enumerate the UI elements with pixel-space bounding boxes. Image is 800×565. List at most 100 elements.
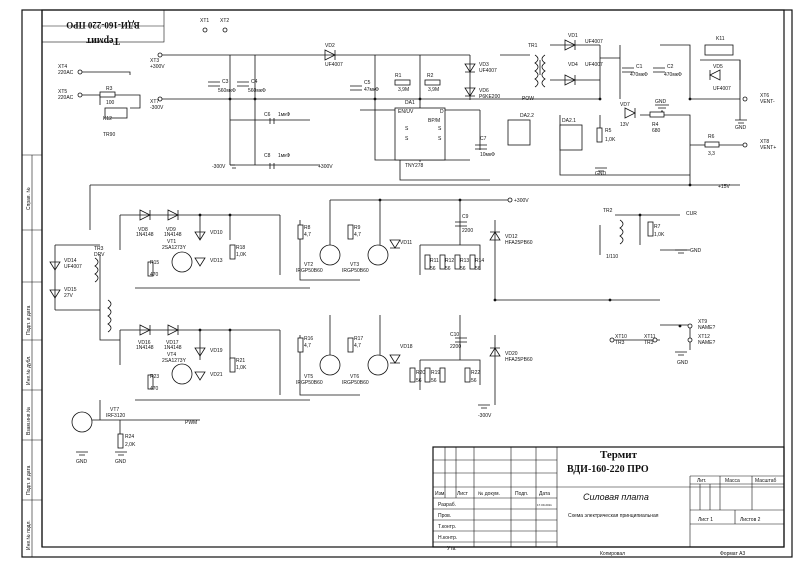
- stamp-scale: Масштаб: [755, 478, 777, 484]
- label-vd2v: UF4007: [325, 62, 343, 68]
- label-r4v: 680: [652, 128, 661, 134]
- label-tr3v: DRV: [94, 252, 105, 258]
- label-xt5: XT5: [58, 89, 67, 95]
- component-labels: XT1 XT2 XT3 +300V XT4 220AC XT5 220AC R3…: [58, 18, 776, 465]
- label-r7v: 1,0K: [654, 232, 665, 238]
- label-r9: R9: [354, 225, 361, 231]
- label-da1-d: D: [440, 109, 444, 115]
- label-da1-s3: S: [438, 126, 442, 132]
- label-tr3: TR3: [94, 246, 104, 252]
- label-da1: DA1: [405, 100, 415, 106]
- left-strip: Справ. № Подп. и дата Инв.№ дубл. Взам.и…: [21, 10, 42, 557]
- label-xt6: XT6: [760, 93, 769, 99]
- label-xt8v: VENT+: [760, 145, 776, 151]
- label-vt2v: IRGP50B60: [296, 268, 323, 274]
- label-vd18: VD18: [400, 344, 413, 350]
- label-p300-top: +300V: [318, 164, 333, 170]
- label-r15v: 470: [150, 272, 159, 278]
- label-xt9v: NAME?: [698, 325, 715, 331]
- label-tr2: TR2: [603, 208, 613, 214]
- label-r18: R18: [236, 245, 245, 251]
- label-r19v: 56: [431, 378, 437, 384]
- label-r15: R15: [150, 260, 159, 266]
- label-r16: R16: [304, 336, 313, 342]
- label-k12: K12: [103, 116, 112, 122]
- label-vd6v: P6KE200: [479, 94, 500, 100]
- label-c2: C2: [667, 64, 674, 70]
- label-c7v: 10мкФ: [480, 152, 495, 158]
- label-da1-en: EN/UV: [398, 109, 414, 115]
- label-c6v: 1мкФ: [278, 112, 290, 118]
- label-r21: R21: [236, 358, 245, 364]
- label-vd5: VD5: [713, 64, 723, 70]
- label-r3v: 100: [106, 100, 115, 106]
- label-r2: R2: [427, 73, 434, 79]
- label-vt1v: 2SA1273Y: [162, 245, 187, 251]
- label-vd14: VD14: [64, 258, 77, 264]
- label-vd12v: HFA25PB60: [505, 240, 533, 246]
- label-r6: R6: [708, 134, 715, 140]
- label-vt6: VT6: [350, 374, 359, 380]
- label-vd15: VD15: [64, 287, 77, 293]
- label-xt12v: NAME?: [698, 340, 715, 346]
- label-vt7: VT7: [110, 407, 119, 413]
- label-vd2: VD2: [325, 43, 335, 49]
- label-c8v: 1мкФ: [278, 153, 290, 159]
- label-k12v: TR90: [103, 132, 115, 138]
- label-c8: C8: [264, 153, 271, 159]
- label-c3v: 560мкФ: [218, 88, 236, 94]
- stamp-col-doc: № докум.: [478, 491, 500, 497]
- label-xt9: XT9: [698, 319, 707, 325]
- label-c4v: 560мкФ: [248, 88, 266, 94]
- label-r16v: 4,7: [304, 343, 311, 349]
- label-xt3v: +300V: [150, 64, 165, 70]
- label-xt7: XT7: [150, 99, 159, 105]
- side-podp-date-2: Подп. и дата: [26, 465, 32, 495]
- label-da1-bp: BP/M: [428, 118, 440, 124]
- label-r1: R1: [395, 73, 402, 79]
- label-da1v: TNY278: [405, 163, 424, 169]
- label-vd8v: 1N4148: [136, 232, 154, 238]
- side-inv-podl: Инв.№ подл.: [26, 520, 32, 550]
- label-gnd-3: GND: [595, 171, 607, 177]
- stamp-row-tkontr: Т.контр.: [438, 524, 456, 530]
- label-vt7v: IRF3120: [106, 413, 125, 419]
- label-xt2: XT2: [220, 18, 229, 24]
- label-c2v: 470мкФ: [664, 72, 682, 78]
- label-r17: R17: [354, 336, 363, 342]
- stamp-col-sign: Подп.: [515, 491, 528, 497]
- label-r8v: 4,7: [304, 232, 311, 238]
- label-gnd-4: GND: [690, 248, 702, 254]
- stamp-product: ВДИ-160-220 ПРО: [567, 464, 649, 475]
- label-vt3: VT3: [350, 262, 359, 268]
- label-xt1: XT1: [200, 18, 209, 24]
- label-r14: R14: [475, 258, 484, 264]
- label-da1-s1: S: [405, 126, 409, 132]
- label-p300-mid: +300V: [514, 198, 529, 204]
- label-xt11v: TR3: [644, 340, 654, 346]
- label-pow: POW: [522, 96, 534, 102]
- label-gnd-6: GND: [76, 459, 88, 465]
- label-xt10: XT10: [615, 334, 627, 340]
- label-da1-s2: S: [405, 136, 409, 142]
- stamp-sheet-no: Лист 1: [698, 517, 713, 523]
- stamp-col-list: Лист: [457, 491, 469, 497]
- label-r13v: 56: [460, 266, 466, 272]
- stamp-format: Формат А3: [720, 551, 745, 557]
- label-m300-bottom: -300V: [478, 413, 492, 419]
- label-c3: C3: [222, 79, 229, 85]
- label-vd20v: HFA25PB60: [505, 357, 533, 363]
- stamp-mass: Масса: [725, 478, 740, 484]
- label-tr2v: 1/110: [606, 254, 618, 260]
- label-r12: R12: [445, 258, 454, 264]
- label-c1v: 470мкФ: [630, 72, 648, 78]
- label-c4: C4: [251, 79, 258, 85]
- label-gnd-5: GND: [677, 360, 689, 366]
- label-vt4v: 2SA1273Y: [162, 358, 187, 364]
- label-vd17: VD17: [166, 340, 179, 346]
- label-vd1: VD1: [568, 33, 578, 39]
- label-r5: R5: [605, 128, 612, 134]
- label-vd20: VD20: [505, 351, 518, 357]
- label-vd4: VD4: [568, 62, 578, 68]
